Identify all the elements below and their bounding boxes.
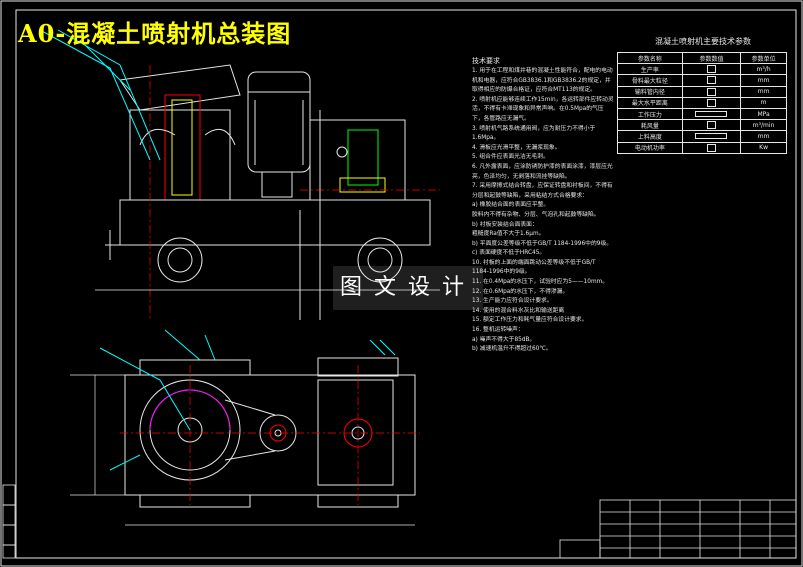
- spec-row: 生产率 m³/h: [617, 63, 787, 76]
- requirement-line: 12. 在0.6Mpa的水压下，不得渗漏。: [472, 288, 569, 295]
- drawing-title: A0-混凝土喷射机总装图: [18, 19, 292, 48]
- spec-row: 耗风量 m³/min: [617, 119, 787, 132]
- requirement-line: 粗糙度Ra值不大于1.6μm。: [472, 231, 545, 238]
- spec-param-name: 输料管内径: [617, 85, 683, 98]
- requirement-line: 13. 生产能力应符合设计要求。: [472, 298, 553, 305]
- spec-param-name: 工作压力: [617, 107, 683, 121]
- requirement-line: 胶料内不得有杂物、分层、气泡孔和起鼓等缺陷。: [472, 211, 600, 218]
- value-box: [706, 76, 716, 85]
- spec-row: 上料高度 mm: [617, 130, 787, 143]
- requirement-line: b) 减速机温升不得超过60℃。: [472, 346, 552, 353]
- spec-param-value: [681, 74, 742, 87]
- spec-param-value: [681, 107, 742, 121]
- machine-elevation-view: [39, 29, 440, 320]
- requirement-line: 3. 喷射机气路系统通用阀，应为耐压力不得小于1.6Mpa。: [472, 125, 596, 142]
- value-box: [706, 121, 716, 130]
- requirement-line: a) 噪声不得大于85dB。: [472, 336, 536, 343]
- requirement-line: 15. 额定工作压力和耗气量应符合设计要求。: [472, 317, 588, 324]
- spec-param-unit: m³/min: [740, 119, 787, 132]
- spec-param-unit: m³/h: [740, 63, 787, 76]
- title-block: [559, 499, 797, 559]
- spec-param-name: 最大水平距离: [617, 96, 683, 109]
- spec-param-unit: mm: [740, 74, 787, 87]
- spec-row: 骨料最大粒径 mm: [617, 74, 787, 87]
- inner-frame: [15, 9, 797, 559]
- value-box: [706, 87, 716, 96]
- spec-param-unit: mm: [740, 130, 787, 143]
- requirement-line: b) 平面度公差等级不低于GB/T 1184-1996中的9级。: [472, 240, 613, 247]
- spec-row: 输料管内径 mm: [617, 85, 787, 98]
- spec-header-value: 参数数值: [681, 51, 742, 65]
- spec-header-unit: 参数单位: [740, 51, 787, 65]
- spec-row: 工作压力 MPa: [617, 107, 787, 121]
- spec-header-name: 参数名称: [617, 51, 683, 65]
- value-box: [706, 143, 716, 152]
- requirement-line: 5. 组合件应表面光洁无毛刺。: [472, 154, 549, 161]
- requirement-line: 1. 用于在工程和煤井巷的混凝土性能符合，配电的电动机和电器，应符合GB3836…: [472, 68, 613, 94]
- value-box: [706, 98, 716, 107]
- spec-param-unit: mm: [740, 85, 787, 98]
- spec-param-name: 上料高度: [617, 130, 683, 143]
- machine-plan-view: [70, 329, 420, 526]
- requirement-line: 14. 使用的混合料水灰比和输送距离: [472, 307, 565, 314]
- spec-param-name: 电动机功率: [617, 141, 683, 154]
- spec-param-unit: Kw: [740, 141, 787, 154]
- spec-param-value: [681, 85, 742, 98]
- technical-requirements-heading: 技术要求: [472, 57, 500, 65]
- requirement-line: b) 衬板安装结合面表面：: [472, 221, 538, 228]
- spec-table-title: 混凝土喷射机主要技术参数: [655, 37, 751, 46]
- requirement-line: 16. 整机运转噪声：: [472, 327, 524, 334]
- requirement-line: 4. 滑板应光滑平整，无漏浆现象。: [472, 144, 561, 151]
- spec-param-value: [681, 63, 742, 76]
- left-margin-boxes: [2, 484, 16, 559]
- spec-param-value: [681, 130, 742, 143]
- spec-param-name: 生产率: [617, 63, 683, 76]
- requirement-line: 11. 在0.4Mpa的水压下，试验时应为5——10mm。: [472, 279, 609, 286]
- watermark: 图文设计: [333, 266, 483, 310]
- value-box: [706, 65, 716, 74]
- requirement-line: 10. 衬板的上面的端面跳动公差等级不低于GB/T 1184-1996中的9级。: [472, 259, 596, 276]
- spec-row: 最大水平距离 m: [617, 96, 787, 109]
- spec-table-header-row: 参数名称 参数数值 参数单位: [617, 51, 787, 65]
- spec-param-unit: m: [740, 96, 787, 109]
- spec-param-name: 耗风量: [617, 119, 683, 132]
- spec-param-value: [681, 119, 742, 132]
- requirement-line: a) 橡胶结合面的表面应平整。: [472, 202, 550, 209]
- spec-row: 电动机功率 Kw: [617, 141, 787, 154]
- requirement-line: 6. 凡外露表面，应涂防锈防护漆的表面涂漆，漆层应光亮，色泽均匀，无剥落和流挂等…: [472, 163, 613, 180]
- requirement-line: 7. 采用摩擦式结合转盘，应保证转盘和衬板间，不得有分层和起鼓等缺陷，采用粘结方…: [472, 183, 613, 199]
- spec-param-unit: MPa: [740, 107, 787, 121]
- value-box: [695, 133, 728, 140]
- requirement-line: 2. 喷射机应能够连续工作15min，各运转部件应转动灵活，不得有卡滞现象和异常…: [472, 96, 614, 122]
- value-box: [695, 111, 728, 118]
- spec-param-name: 骨料最大粒径: [617, 74, 683, 87]
- spec-param-value: [681, 141, 742, 154]
- spec-param-value: [681, 96, 742, 109]
- requirement-line: c) 表面硬度不低于HRC45。: [472, 250, 546, 257]
- technical-requirements-list: 1. 用于在工程和煤井巷的混凝土性能符合，配电的电动机和电器，应符合GB3836…: [472, 67, 614, 355]
